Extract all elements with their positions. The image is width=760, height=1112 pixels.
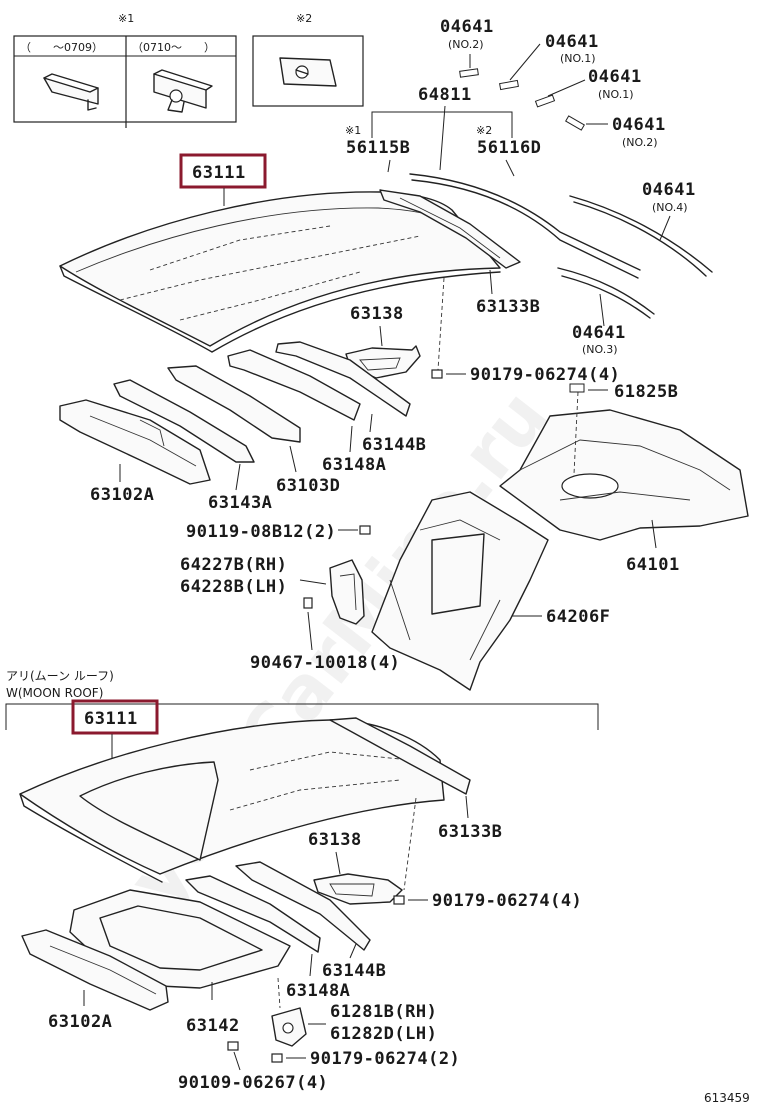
bolt-90179-lower-b (271, 1053, 283, 1063)
label-61281B: 61281B(RH) (330, 1002, 437, 1022)
svg-text:04641: 04641 (545, 32, 599, 52)
svg-text:04641: 04641 (612, 115, 666, 135)
rear-panel-64206F (371, 491, 549, 691)
svg-text:56115B: 56115B (346, 138, 410, 158)
label-63144B-lower: 63144B (322, 961, 386, 981)
label-61282D: 61282D(LH) (330, 1024, 437, 1044)
inset-box-1: ※1 （ ～0709） （0710～ ） (13, 12, 237, 128)
bracket-61281B (271, 1007, 307, 1047)
package-tray-64101 (499, 391, 749, 541)
label-04641-no1-b: 04641 (NO.1) (588, 67, 642, 101)
label-04641-no2-top: 04641 (NO.2) (440, 17, 494, 51)
roof-bow-63148A (227, 349, 361, 421)
label-63144B-upper: 63144B (362, 435, 426, 455)
clip-90467 (303, 597, 313, 609)
svg-text:(NO.1): (NO.1) (560, 52, 596, 65)
label-64206F: 64206F (546, 607, 610, 627)
roof-panel-lower (19, 719, 445, 883)
label-90179-lower-b: 90179-06274(2) (310, 1049, 460, 1069)
label-64227B: 64227B(RH) (180, 555, 287, 575)
clip-box2-icon (279, 57, 337, 87)
label-04641-no3: 04641 (NO.3) (572, 323, 626, 356)
clip-61825B (569, 383, 585, 393)
label-63148A-upper: 63148A (322, 455, 386, 475)
roof-panel-upper (59, 191, 501, 353)
label-04641-no4: 04641 (NO.4) (642, 180, 696, 214)
bolt-90119 (359, 525, 371, 535)
roof-moulding-strips (409, 173, 713, 319)
label-56116D: ※2 56116D (476, 124, 541, 158)
front-header-63102A-lower (21, 929, 169, 1011)
svg-text:64811: 64811 (418, 85, 472, 105)
section-title-en: W(MOON ROOF) (6, 686, 103, 700)
figure-id: 613459 (704, 1091, 750, 1105)
clip-old-icon (43, 73, 99, 111)
svg-text:04641: 04641 (572, 323, 626, 343)
roof-bow-63144B-lower (235, 861, 371, 951)
roof-bow-63143A (113, 379, 255, 463)
label-64101: 64101 (626, 555, 680, 575)
section-bracket (5, 703, 599, 730)
label-90467: 90467-10018(4) (250, 653, 400, 673)
bolt-90179-lower-a (393, 895, 405, 905)
label-63102A-lower: 63102A (48, 1012, 112, 1032)
label-63103D-upper: 63103D (276, 476, 340, 496)
svg-text:04641: 04641 (642, 180, 696, 200)
highlight-63111-lower (71, 699, 159, 735)
svg-text:※1: ※1 (345, 124, 361, 137)
label-64228B: 64228B(LH) (180, 577, 287, 597)
clip-new-icon (153, 69, 213, 113)
svg-text:(NO.2): (NO.2) (448, 38, 484, 51)
label-63102A-upper: 63102A (90, 485, 154, 505)
bolt-90109 (227, 1041, 239, 1051)
inset-col2-label: （0710～ ） (132, 41, 215, 54)
label-56115B: ※1 56115B (345, 124, 410, 158)
label-90109: 90109-06267(4) (178, 1073, 328, 1093)
svg-text:(NO.3): (NO.3) (582, 343, 618, 356)
clip-parts-04641 (459, 68, 585, 131)
label-63142: 63142 (186, 1016, 240, 1036)
svg-text:04641: 04641 (588, 67, 642, 87)
rear-header-63133B-lower (329, 717, 471, 795)
inset-mark-1: ※1 (118, 12, 134, 25)
label-63133B-upper: 63133B (476, 297, 540, 317)
svg-text:56116D: 56116D (477, 138, 541, 158)
label-63143A-upper: 63143A (208, 493, 272, 513)
rear-header-63133B (379, 189, 521, 269)
inset-mark-2: ※2 (296, 12, 312, 25)
label-90179-upper: 90179-06274(4) (470, 365, 620, 385)
label-63111-upper: 63111 (192, 163, 246, 183)
label-63138-upper: 63138 (350, 304, 404, 324)
svg-text:(NO.4): (NO.4) (652, 201, 688, 214)
roof-bow-63144B (275, 341, 411, 417)
bracket-64227B (329, 559, 365, 625)
roof-bow-63103D (167, 365, 301, 443)
svg-text:※2: ※2 (476, 124, 492, 137)
label-61825B: 61825B (614, 382, 678, 402)
inset-box-2: ※2 (252, 12, 364, 107)
svg-text:(NO.2): (NO.2) (622, 136, 658, 149)
label-90179-lower-a: 90179-06274(4) (432, 891, 582, 911)
label-63133B-lower: 63133B (438, 822, 502, 842)
label-64811: 64811 (418, 85, 472, 105)
roof-bow-63148A-lower (185, 875, 321, 953)
front-header-63102A (59, 399, 211, 485)
label-04641-no1-a: 04641 (NO.1) (545, 32, 599, 65)
inset-col1-label: （ ～0709） (20, 41, 103, 54)
highlight-63111-upper (179, 153, 267, 189)
bolt-90179-upper (431, 369, 443, 379)
svg-text:(NO.1): (NO.1) (598, 88, 634, 101)
label-90119: 90119-08B12(2) (186, 522, 336, 542)
label-04641-no2-b: 04641 (NO.2) (612, 115, 666, 149)
label-63111-lower: 63111 (84, 709, 138, 729)
label-63148A-lower: 63148A (286, 981, 350, 1001)
section-title-jp: アリ(ムーン ルーフ) (6, 669, 114, 683)
svg-text:04641: 04641 (440, 17, 494, 37)
label-63138-lower: 63138 (308, 830, 362, 850)
